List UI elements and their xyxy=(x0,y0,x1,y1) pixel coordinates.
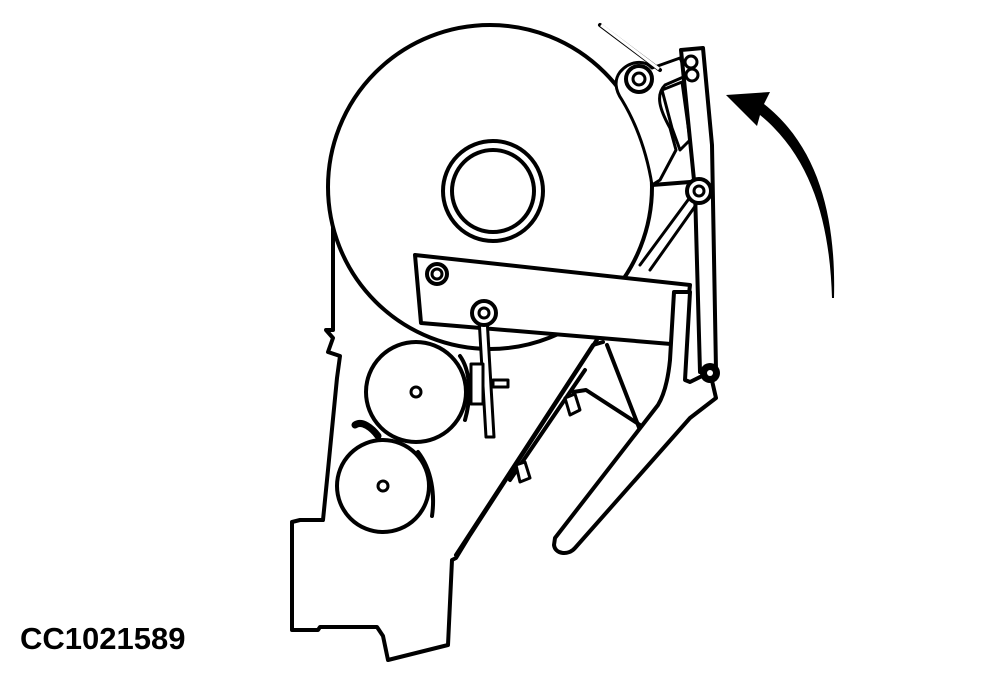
upper-bracket-slot xyxy=(660,80,692,152)
top-slot-pivot-b xyxy=(684,67,700,83)
bent-arm xyxy=(571,388,642,427)
support-strut xyxy=(605,343,642,432)
diagonal-brace xyxy=(638,198,698,272)
upper-pivot-inner xyxy=(631,71,647,87)
tailgate-lever xyxy=(552,290,718,555)
upper-rod-inner xyxy=(600,23,660,71)
drum-hub-inner xyxy=(450,148,536,234)
curved-arrow-icon xyxy=(726,92,835,298)
upper-roller-hub xyxy=(409,385,423,399)
roller-scraper xyxy=(351,419,382,440)
pivot-tie xyxy=(650,180,692,187)
rail-bracket xyxy=(514,392,582,484)
rod-pivot-inner xyxy=(477,306,491,320)
upper-roller-guard xyxy=(458,354,472,422)
lower-roller-guard xyxy=(416,450,436,518)
roller-spacer xyxy=(469,362,485,406)
lower-pivot-center xyxy=(707,370,713,376)
top-slot-pivot-a xyxy=(683,54,699,70)
plate-bolt-inner xyxy=(430,267,444,281)
middle-pivot-inner xyxy=(692,184,706,198)
figure-id-label: CC1021589 xyxy=(20,621,186,656)
lower-roller-hub xyxy=(376,479,390,493)
rod-tab xyxy=(491,378,510,389)
